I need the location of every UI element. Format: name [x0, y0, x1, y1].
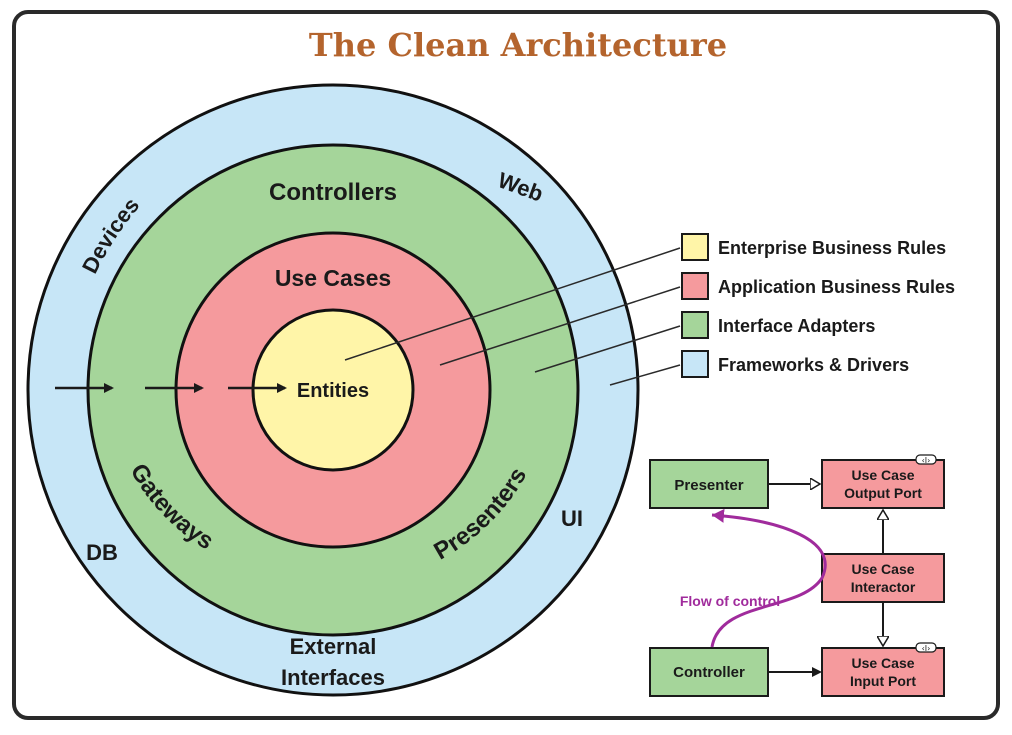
label-external-line2: Interfaces	[281, 665, 385, 690]
legend-swatch-frameworks	[681, 350, 709, 378]
legend-label-application: Application Business Rules	[718, 277, 955, 297]
presenter-box	[649, 459, 769, 509]
label-ui: UI	[561, 506, 583, 531]
legend-label-frameworks: Frameworks & Drivers	[718, 355, 909, 375]
label-controllers: Controllers	[269, 179, 397, 206]
legend-leader-adapters	[534, 325, 681, 373]
input-port-box	[821, 647, 945, 697]
interactor-label-line2: Interactor	[851, 579, 916, 595]
controller-box	[649, 647, 769, 697]
label-entities: Entities	[297, 380, 369, 402]
legend-swatch-adapters	[681, 311, 709, 339]
output-port-label-line2: Output Port	[844, 485, 922, 501]
output-port-interface-tag	[915, 454, 937, 465]
input-port-label-line2: Input Port	[850, 673, 916, 689]
input-port-interface-glyph: ‹I›	[922, 644, 931, 653]
legend-label-adapters: Interface Adapters	[718, 316, 875, 336]
output-port-interface-glyph: ‹I›	[922, 456, 931, 465]
flow-of-control-diagram: Presenter Controller Use Case Output Por…	[649, 454, 945, 697]
input-port-interface-tag	[915, 642, 937, 653]
output-port-box	[821, 459, 945, 509]
input-port-label-line1: Use Case	[851, 655, 914, 671]
legend-swatch-enterprise	[681, 233, 709, 261]
legend-leader-application	[439, 286, 681, 366]
legend-swatch-application	[681, 272, 709, 300]
interactor-label-line1: Use Case	[851, 561, 914, 577]
legend-leader-frameworks	[609, 364, 681, 386]
label-external-line1: External	[290, 634, 377, 659]
controller-label: Controller	[673, 664, 745, 681]
label-db: DB	[86, 540, 118, 565]
label-use-cases: Use Cases	[275, 265, 391, 291]
page-title: The Clean Architecture	[309, 26, 727, 64]
output-port-label-line1: Use Case	[851, 467, 914, 483]
legend-label-enterprise: Enterprise Business Rules	[718, 238, 946, 258]
legend: Enterprise Business Rules Application Bu…	[681, 233, 955, 378]
flow-of-control-label: Flow of control	[680, 593, 780, 609]
legend-leader-enterprise	[344, 247, 681, 361]
flow-of-control-curve	[710, 508, 827, 648]
presenter-label: Presenter	[674, 477, 743, 494]
